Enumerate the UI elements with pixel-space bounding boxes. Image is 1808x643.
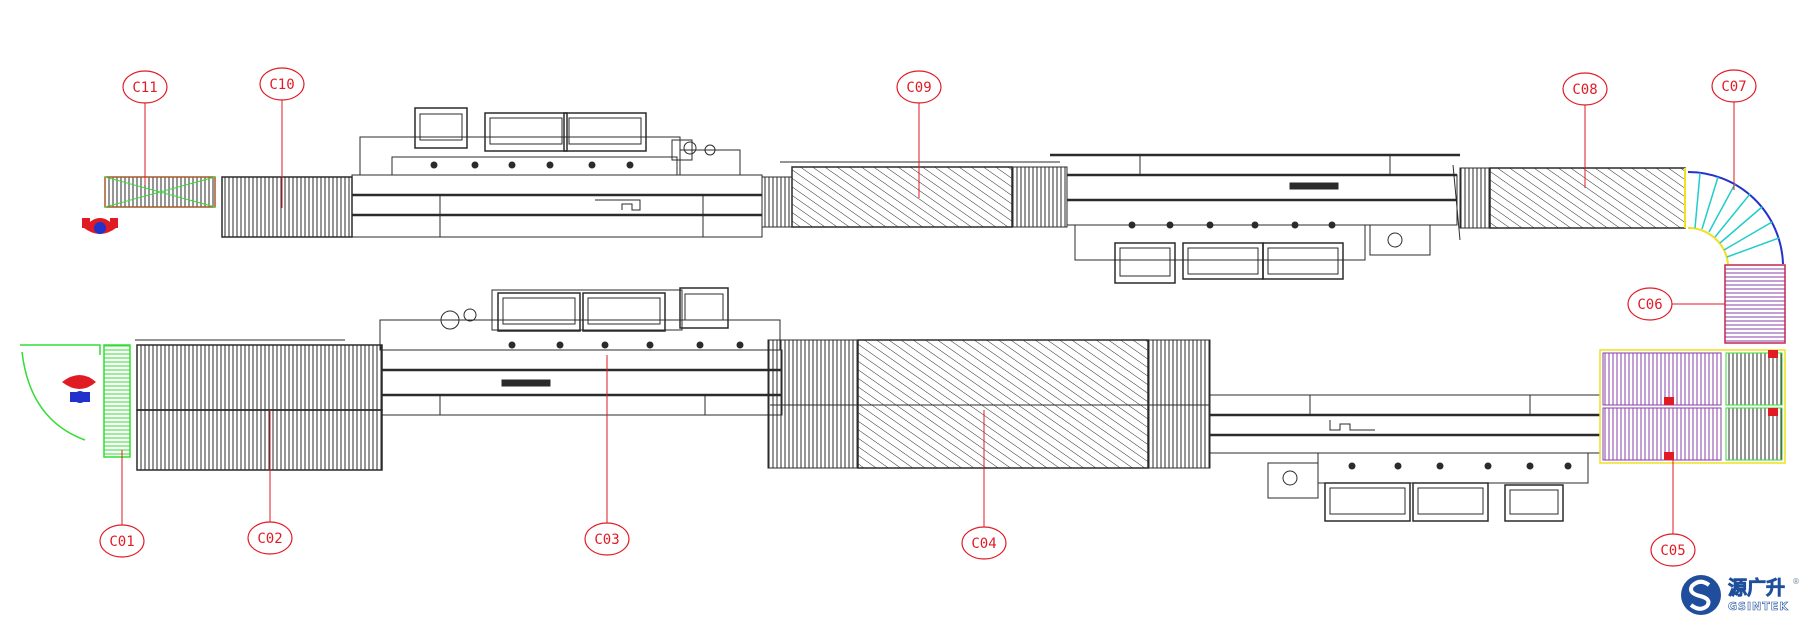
callout-label-c09: C09 (906, 80, 931, 96)
c09-conveyor (761, 161, 1068, 228)
c01-conveyor (103, 344, 131, 458)
callout-c04: C04 (961, 410, 1007, 560)
callout-c02: C02 (247, 410, 293, 555)
callout-label-c10: C10 (269, 77, 294, 93)
callout-label-c05: C05 (1660, 543, 1685, 559)
callout-bubble-c02 (247, 521, 293, 555)
callout-bubble-c07 (1711, 69, 1757, 103)
bottom-machine-left (379, 287, 783, 416)
top-machine-left (351, 107, 763, 238)
callout-label-c01: C01 (109, 534, 134, 550)
c06-conveyor (1724, 264, 1786, 344)
callout-bubble-c06 (1627, 287, 1673, 321)
callout-bubble-c08 (1562, 72, 1608, 106)
callout-bubble-c01 (99, 524, 145, 558)
c07-curve-conveyor (1687, 171, 1784, 265)
bottom-machine-right (1209, 394, 1601, 522)
brand-name-en: GSINTEK (1728, 600, 1789, 613)
callout-c03: C03 (584, 355, 630, 556)
callout-bubble-c03 (584, 522, 630, 556)
callout-label-c11: C11 (132, 80, 157, 96)
callout-label-c02: C02 (257, 531, 282, 547)
c11-pallet (104, 176, 216, 208)
c08-conveyor (1459, 167, 1686, 229)
callout-label-c04: C04 (971, 536, 996, 552)
callout-c09: C09 (896, 70, 942, 198)
callout-c11: C11 (122, 70, 168, 185)
callout-c10: C10 (259, 67, 305, 208)
c02-conveyor (135, 339, 383, 471)
operator-bottom (20, 344, 101, 441)
callout-c05: C05 (1650, 453, 1696, 567)
callout-bubble-c10 (259, 67, 305, 101)
top-line (82, 107, 1786, 344)
callout-bubble-c04 (961, 526, 1007, 560)
callout-bubble-c05 (1650, 533, 1696, 567)
bottom-line (20, 287, 1786, 522)
callout-c07: C07 (1711, 69, 1757, 190)
brand-s-icon (1689, 579, 1711, 611)
c04-conveyor (767, 339, 1211, 469)
brand-name-cn: 源广升 (1728, 576, 1785, 599)
top-machine-right (1050, 153, 1461, 284)
callout-c01: C01 (99, 450, 145, 558)
operator-top (82, 218, 118, 234)
callout-label-c08: C08 (1572, 82, 1597, 98)
brand-logo: 源广升 GSINTEK ® (1681, 575, 1800, 615)
brand-registered-mark: ® (1792, 577, 1800, 586)
callout-c06: C06 (1627, 287, 1725, 321)
callout-bubble-c11 (122, 70, 168, 104)
c10-conveyor (221, 176, 353, 238)
c05-conveyor (1599, 349, 1786, 464)
callout-label-c03: C03 (594, 532, 619, 548)
callout-label-c06: C06 (1637, 297, 1662, 313)
callout-c08: C08 (1562, 72, 1608, 188)
callout-bubble-c09 (896, 70, 942, 104)
callout-label-c07: C07 (1721, 79, 1746, 95)
